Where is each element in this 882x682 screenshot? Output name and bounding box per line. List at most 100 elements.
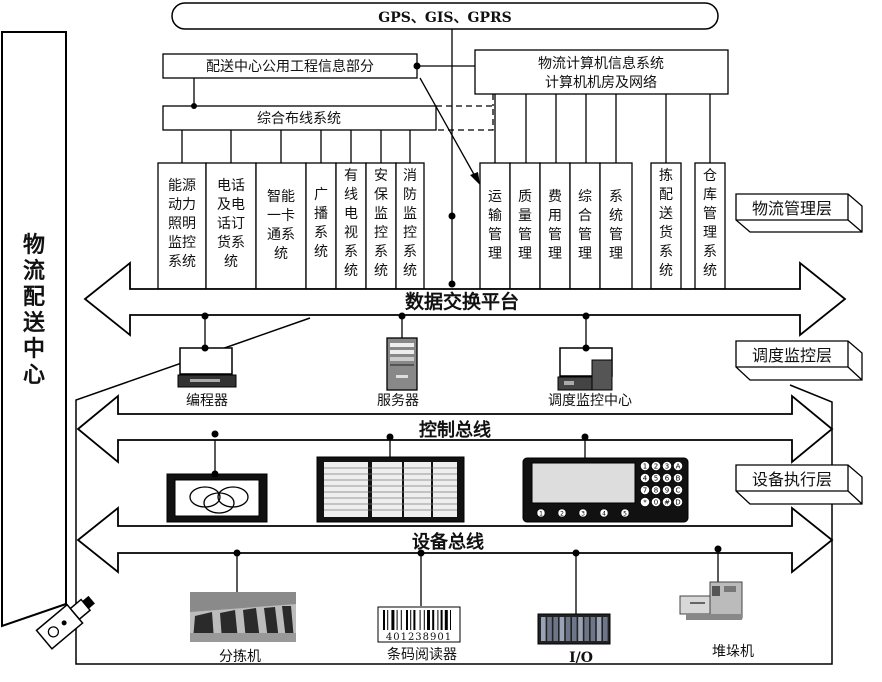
sub-tv-1: 线: [344, 187, 358, 203]
io-slot: [541, 617, 546, 641]
programmer-pc-icon: [177, 347, 237, 388]
io-slot: [547, 617, 552, 641]
sorter-machine-icon: [190, 592, 296, 642]
sub-tv-3: 视: [344, 225, 358, 241]
function-key-label: 3: [581, 510, 585, 517]
public-engineering-info-label: 配送中心公用工程信息部分: [206, 58, 374, 75]
sub-security-1: 保: [374, 187, 388, 203]
sub-security-0: 安: [374, 168, 388, 184]
keypad-key: [640, 461, 650, 471]
sub-tv-5: 统: [344, 263, 358, 279]
barcode-bar: [427, 610, 430, 630]
surveillance-camera-icon: [35, 595, 95, 650]
gps-gis-gprs-label: GPS、GIS、GPRS: [378, 10, 511, 26]
perspective-frame: [75, 317, 833, 665]
sub-phone-2: 话订: [217, 216, 245, 232]
sub-transport-3: 理: [488, 246, 502, 262]
sub-quality-3: 理: [518, 246, 532, 262]
venn-panel-device-icon: [166, 473, 268, 523]
sub-quality-2: 管: [518, 227, 532, 243]
barcode-bar: [444, 610, 448, 630]
function-key-label: 2: [560, 510, 564, 517]
sub-general-0: 综: [578, 189, 592, 205]
barcode-bar: [440, 610, 443, 630]
sub-energy-2: 照明: [168, 216, 196, 232]
io-slot: [559, 617, 565, 641]
keypad-key: [662, 473, 672, 483]
keypad-key-label: D: [675, 499, 680, 507]
barcode-bar: [423, 610, 425, 630]
sub-tv-0: 有: [344, 168, 358, 184]
keypad-key: [651, 485, 661, 495]
plc-panel-icon: [316, 456, 465, 523]
server-label: 服务器: [377, 393, 419, 409]
layer-logistics-mgmt-label: 物流管理层: [752, 199, 832, 218]
keypad-key: [651, 473, 661, 483]
sub-card-1: 一卡: [267, 208, 295, 224]
left-banner-char-3: 送: [23, 310, 45, 336]
barcode-bar: [432, 610, 435, 630]
programmer-label: 编程器: [186, 393, 228, 409]
stacker-machine-icon: [679, 581, 743, 620]
io-module-rack-icon: [537, 613, 611, 645]
sub-cost-1: 用: [548, 208, 562, 224]
sub-warehouse-0: 仓: [703, 168, 717, 184]
keypad-key: [640, 473, 650, 483]
io-slot: [578, 617, 583, 641]
sub-quality-1: 量: [518, 208, 532, 224]
logistics-info-line-1: 物流计算机信息系统: [538, 55, 664, 72]
sub-security-5: 统: [374, 263, 388, 279]
barcode-bar: [450, 610, 451, 630]
gps-gis-gprs-pill: GPS、GIS、GPRS: [171, 2, 719, 30]
keypad-key-label: 0: [654, 499, 658, 507]
function-key: [557, 508, 567, 518]
keypad-key: [640, 485, 650, 495]
sub-system-2: 管: [609, 227, 623, 243]
sorter-label: 分拣机: [219, 649, 261, 665]
keypad-key-label: 8: [654, 487, 658, 495]
logistics-info-line-2: 计算机机房及网络: [545, 75, 657, 91]
sub-warehouse-2: 管: [703, 206, 717, 222]
sub-broadcast-0: 广: [314, 187, 328, 203]
sub-broadcast-1: 播: [314, 206, 328, 222]
sub-cost-0: 费: [548, 189, 562, 205]
sub-card-2: 通系: [267, 227, 295, 243]
keypad-key-label: 6: [665, 475, 670, 483]
keypad-key-label: B: [676, 475, 681, 483]
layer-dispatch-monitor-label: 调度监控层: [752, 346, 832, 365]
sub-transport-0: 运: [488, 189, 502, 205]
keypad-key-label: 3: [665, 463, 669, 471]
sub-card-3: 统: [274, 246, 288, 262]
sub-energy-3: 监控: [168, 235, 196, 251]
function-key: [536, 508, 546, 518]
keypad-key-label: #: [664, 499, 670, 507]
sub-transport-1: 输: [488, 208, 502, 224]
sub-warehouse-1: 库: [703, 187, 717, 203]
data-exchange-platform-arrow: [83, 261, 847, 337]
cabling-system-box: 综合布线系统: [162, 105, 437, 131]
keypad-key-label: 4: [643, 475, 648, 483]
function-key: [578, 508, 588, 518]
public-engineering-info-box: 配送中心公用工程信息部分: [162, 53, 418, 79]
barcode-bar: [413, 610, 416, 630]
left-subsystem-labels: 能源 动力 照明 监控 系统 电话 及电 话订 货系 统 智能 一卡 通系 统 …: [168, 168, 417, 279]
sub-warehouse-3: 理: [703, 225, 717, 241]
keypad-key-label: 2: [654, 463, 658, 471]
keypad-key-label: 9: [665, 487, 669, 495]
cabling-drops: [181, 130, 411, 163]
sub-warehouse-5: 统: [703, 263, 717, 279]
device-bus-arrow: [76, 506, 834, 574]
layer-device-exec-label: 设备执行层: [752, 470, 832, 489]
left-banner-char-0: 物: [23, 232, 45, 258]
barcode-bar: [396, 610, 398, 630]
left-banner-char-4: 中: [23, 336, 45, 362]
barcode-bar: [383, 610, 385, 630]
sub-phone-4: 统: [224, 254, 238, 270]
sub-system-3: 理: [609, 246, 623, 262]
control-bus-arrow: [76, 394, 834, 464]
sub-cost-3: 理: [548, 246, 562, 262]
sub-tv-4: 系: [344, 244, 358, 260]
function-key-label: 4: [602, 510, 606, 517]
